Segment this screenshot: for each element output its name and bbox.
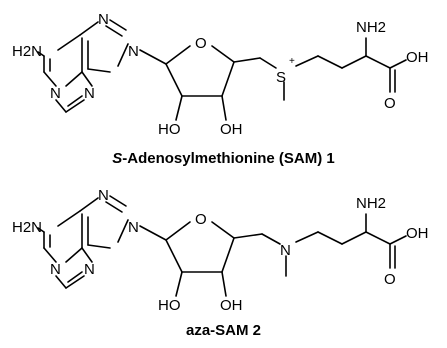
aza-sam-caption: aza-SAM 2 xyxy=(185,322,262,339)
aza-n3-label: N xyxy=(84,261,95,278)
sam-atoms: H2N N N N N O S + NH2 OH O HO OH xyxy=(12,11,429,138)
sam-nh2-label: NH2 xyxy=(356,19,386,36)
sam-n1-label: N xyxy=(50,85,61,102)
sam-n7-label: N xyxy=(98,11,109,28)
sam-o-label: O xyxy=(384,95,396,112)
sam-s-label: S xyxy=(276,69,286,86)
sam-ho-label: HO xyxy=(158,121,181,138)
aza-n7-label: N xyxy=(98,187,109,204)
aza-ring-o-label: O xyxy=(195,211,207,228)
aza-ho-label: HO xyxy=(158,297,181,314)
aza-sam-bonds xyxy=(37,195,407,297)
aza-amine-n-label: N xyxy=(280,242,291,259)
sam-oh2-label: OH xyxy=(220,121,243,138)
aza-n9-label: N xyxy=(128,219,139,236)
sam-caption-prefix: S xyxy=(112,150,123,167)
sam-ring-o-label: O xyxy=(195,35,207,52)
sam-bonds xyxy=(37,19,407,121)
sam-n9-label: N xyxy=(128,43,139,60)
aza-oh-label: OH xyxy=(406,225,429,242)
sam-oh-label: OH xyxy=(406,49,429,66)
aza-o-label: O xyxy=(384,271,396,288)
aza-h2n-label: H2N xyxy=(12,219,42,236)
sam-h2n-label: H2N xyxy=(12,43,42,60)
aza-oh2-label: OH xyxy=(220,297,243,314)
aza-n1-label: N xyxy=(50,261,61,278)
aza-sam-structure: H2N N N N N O N NH2 OH O HO OH xyxy=(12,187,429,314)
sam-n3-label: N xyxy=(84,85,95,102)
aza-sam-atoms: H2N N N N N O N NH2 OH O HO OH xyxy=(12,187,429,314)
aza-nh2-label: NH2 xyxy=(356,195,386,212)
sam-caption-rest: -Adenosylmethionine (SAM) 1 xyxy=(122,150,335,167)
sam-charge-label: + xyxy=(289,56,295,67)
sam-caption: S-Adenosylmethionine (SAM) 1 xyxy=(0,150,447,167)
